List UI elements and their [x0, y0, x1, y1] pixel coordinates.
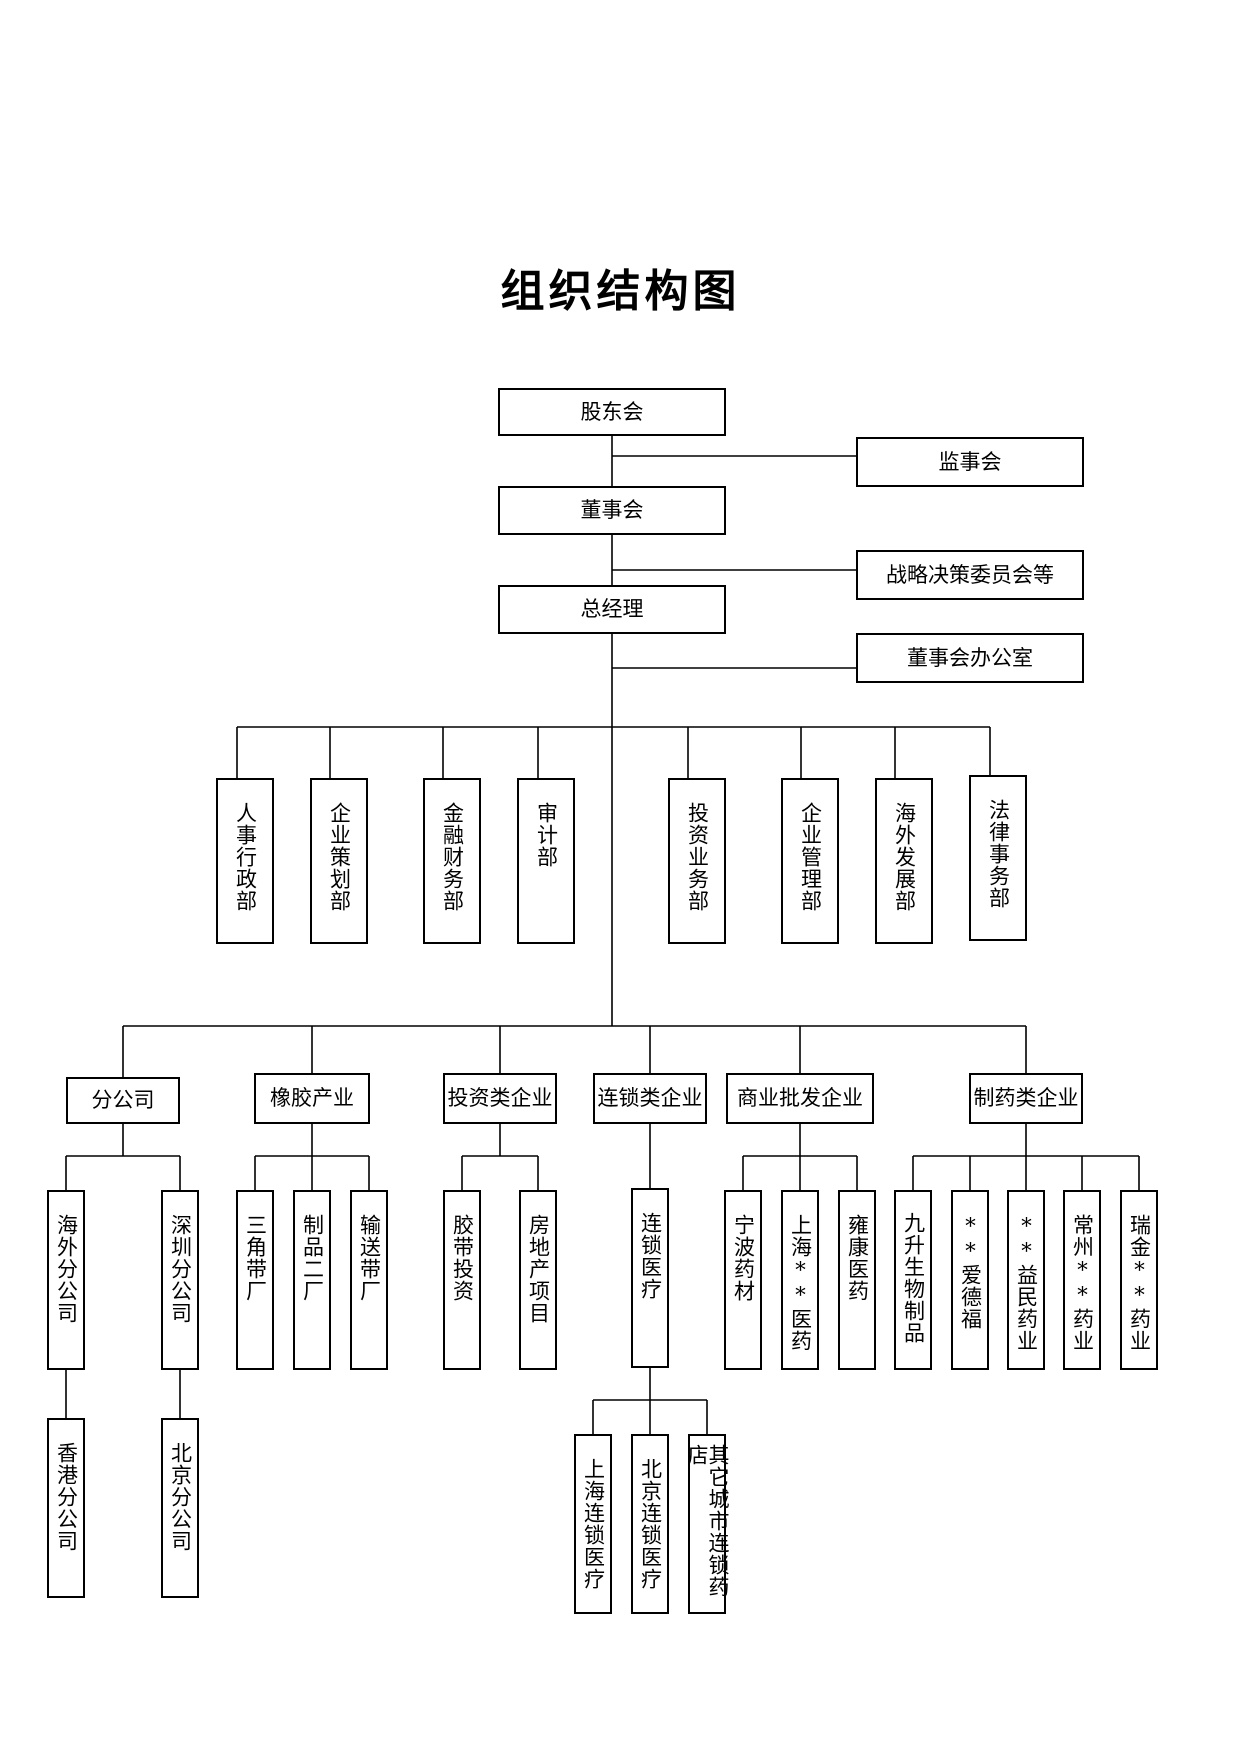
unit-jiusheng-biologics: 九升生物制品 [894, 1190, 932, 1370]
node-label: 总经理 [580, 597, 644, 621]
node-label: 北京分公司 [168, 1442, 193, 1552]
node-label: **爱德福 [958, 1214, 983, 1330]
unit-beijing-branch: 北京分公司 [161, 1418, 199, 1598]
node-label: 董事会办公室 [907, 645, 1033, 670]
unit-shanghai-chain-medical: 上海连锁医疗 [574, 1434, 612, 1614]
node-label: 投资业务部 [685, 802, 710, 912]
unit-ruijin-pharma: 瑞金**药业 [1120, 1190, 1158, 1370]
node-label: 北京连锁医疗 [638, 1458, 663, 1590]
node-label: 深圳分公司 [168, 1214, 193, 1324]
node-label: 投资类企业 [447, 1086, 553, 1110]
node-label: 企业管理部 [798, 802, 823, 912]
node-label: 上海**医药 [788, 1214, 813, 1352]
unit-yongkang-pharma: 雍康医药 [838, 1190, 876, 1370]
node-label: 商业批发企业 [737, 1086, 863, 1110]
department-planning: 企业策划部 [310, 778, 368, 944]
department-hr-admin: 人事行政部 [216, 778, 274, 944]
node-label: 连锁类企业 [597, 1086, 703, 1110]
node-label: 战略决策委员会等 [886, 562, 1054, 587]
unit-products-factory-2: 制品二厂 [293, 1190, 331, 1370]
node-board-office: 董事会办公室 [856, 633, 1084, 683]
unit-changzhou-pharma: 常州**药业 [1063, 1190, 1101, 1370]
unit-yimin-pharma: **益民药业 [1007, 1190, 1045, 1370]
node-shareholders: 股东会 [498, 388, 726, 436]
node-label: 房地产项目 [526, 1214, 551, 1324]
node-label: 制药类企业 [973, 1086, 1079, 1110]
node-label: **益民药业 [1014, 1214, 1039, 1352]
node-label: 雍康医药 [845, 1214, 870, 1302]
node-label: 金融财务部 [440, 802, 465, 912]
unit-real-estate: 房地产项目 [519, 1190, 557, 1370]
node-label: 宁波药材 [731, 1214, 756, 1302]
node-label: 股东会 [580, 399, 644, 424]
unit-ningbo-herbs: 宁波药材 [724, 1190, 762, 1370]
node-board: 董事会 [498, 486, 726, 535]
node-label: 三角带厂 [243, 1214, 268, 1302]
unit-chain-medical: 连锁医疗 [631, 1188, 669, 1368]
unit-hongkong-branch: 香港分公司 [47, 1418, 85, 1598]
unit-belt-investment: 胶带投资 [443, 1190, 481, 1370]
group-investment: 投资类企业 [443, 1073, 557, 1124]
node-label: 海外发展部 [892, 802, 917, 912]
node-label: 人事行政部 [233, 802, 258, 912]
group-chain: 连锁类企业 [593, 1073, 707, 1124]
node-label: 橡胶产业 [270, 1086, 354, 1110]
node-supervisors: 监事会 [856, 437, 1084, 487]
node-general-manager: 总经理 [498, 585, 726, 634]
department-management: 企业管理部 [781, 778, 839, 944]
node-label: 审计部 [534, 802, 559, 868]
unit-conveyor-factory: 输送带厂 [350, 1190, 388, 1370]
unit-other-city-chain-pharmacy: 其它城市连锁药店 [685, 1434, 730, 1614]
unit-shenzhen-branch: 深圳分公司 [161, 1190, 199, 1370]
node-label: 企业策划部 [327, 802, 352, 912]
node-label: 法律事务部 [986, 799, 1011, 909]
node-label: 监事会 [938, 449, 1002, 474]
group-rubber: 橡胶产业 [254, 1073, 370, 1124]
unit-vbelt-factory: 三角带厂 [236, 1190, 274, 1370]
node-label: 海外分公司 [54, 1214, 79, 1324]
node-label: 其它城市连锁药店 [685, 1444, 730, 1598]
department-audit: 审计部 [517, 778, 575, 944]
page-title: 组织结构图 [500, 266, 741, 317]
node-strategy-committee: 战略决策委员会等 [856, 550, 1084, 600]
group-branches: 分公司 [66, 1077, 180, 1124]
node-label: 瑞金**药业 [1127, 1214, 1152, 1352]
unit-beijing-chain-medical: 北京连锁医疗 [631, 1434, 669, 1614]
unit-aidefu: **爱德福 [951, 1190, 989, 1370]
department-legal: 法律事务部 [969, 775, 1027, 941]
node-label: 胶带投资 [450, 1214, 475, 1302]
group-pharma: 制药类企业 [969, 1073, 1083, 1124]
department-overseas: 海外发展部 [875, 778, 933, 944]
department-investment: 投资业务部 [668, 778, 726, 944]
node-label: 制品二厂 [300, 1214, 325, 1302]
group-wholesale: 商业批发企业 [726, 1073, 874, 1124]
unit-shanghai-pharma: 上海**医药 [781, 1190, 819, 1370]
node-label: 香港分公司 [54, 1442, 79, 1552]
node-label: 分公司 [91, 1088, 155, 1112]
node-label: 连锁医疗 [638, 1212, 663, 1300]
node-label: 上海连锁医疗 [581, 1458, 606, 1590]
node-label: 输送带厂 [357, 1214, 382, 1302]
unit-overseas-branch: 海外分公司 [47, 1190, 85, 1370]
node-label: 董事会 [580, 498, 644, 522]
node-label: 九升生物制品 [901, 1212, 926, 1344]
department-finance: 金融财务部 [423, 778, 481, 944]
node-label: 常州**药业 [1070, 1214, 1095, 1352]
